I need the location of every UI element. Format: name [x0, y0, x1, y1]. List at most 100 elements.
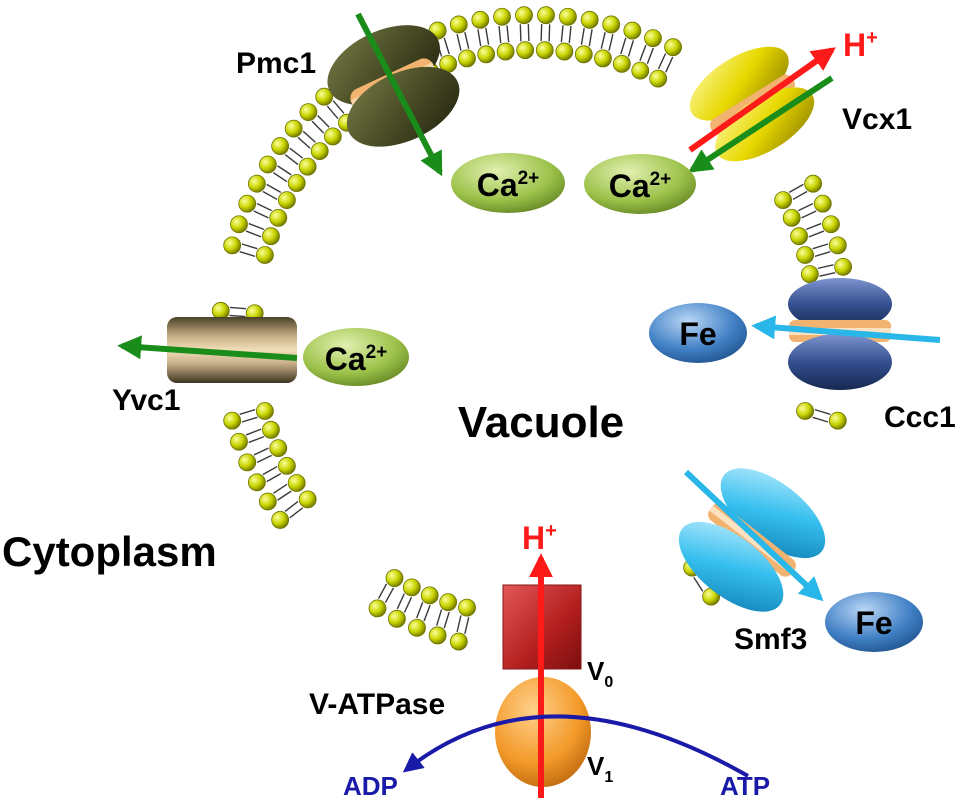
pmc1-calcium-arrow [355, 12, 443, 177]
lipid-tail [817, 264, 836, 277]
lipid-head [211, 301, 230, 320]
iron-ion-smf3: Fe [825, 592, 923, 652]
lipid-tail [297, 130, 316, 149]
ca-charge: 2+ [518, 168, 540, 189]
v1-label: V1 [587, 751, 613, 786]
lipid-tail [272, 483, 292, 501]
lipid-tail [262, 183, 282, 201]
lipid-head [574, 45, 593, 64]
lipid-head [385, 569, 404, 587]
lipid-tail [245, 428, 265, 444]
lipid-tail [477, 27, 490, 47]
vcx1-proton-label: H+ [843, 27, 878, 63]
atp-label: ATP [720, 771, 770, 800]
lipid-head [230, 432, 248, 451]
lipid-head [813, 194, 832, 213]
lipid-tail [326, 100, 345, 120]
lipid-head [537, 6, 555, 25]
svg-text:Ca2+: Ca2+ [609, 168, 672, 204]
fe-symbol: Fe [679, 316, 716, 352]
lipid-head [782, 208, 801, 227]
lipid-tail [560, 25, 572, 44]
lipid-head [258, 492, 277, 511]
lipid-head [368, 599, 387, 618]
calcium-ion-pmc1: Ca2+ [451, 153, 565, 213]
lipid-head [284, 119, 303, 138]
lipid-tail [456, 32, 470, 51]
yvc1-label: Yvc1 [112, 384, 180, 417]
lipid-head [408, 618, 426, 637]
lipid-tail [396, 593, 413, 613]
lipid-head [631, 61, 650, 80]
lipid-head [477, 45, 496, 64]
lipid-tail [600, 32, 614, 51]
lipid-tail [272, 165, 292, 183]
lipid-tail [262, 465, 282, 483]
pmc1-label: Pmc1 [236, 47, 316, 80]
lipid-head [230, 215, 248, 234]
lipid-head [471, 10, 490, 29]
lipid-head [238, 194, 257, 213]
lipid-head [271, 137, 290, 155]
lipid-head [287, 174, 306, 192]
lipid-tail [805, 222, 825, 238]
lipid-head [271, 511, 290, 529]
lipid-head [439, 593, 458, 612]
lipid-tail [416, 601, 431, 622]
lipid-head [612, 54, 631, 73]
lipid-tail [580, 27, 593, 47]
lipid-tail [245, 222, 265, 238]
lipid-tail [253, 203, 272, 219]
lipid-tail [253, 447, 272, 463]
lipid-head [402, 578, 421, 597]
lipid-head [580, 10, 599, 29]
ccc1-iron-arrow [751, 315, 941, 343]
ca-symbol: Ca [609, 168, 650, 204]
svg-text:Ca2+: Ca2+ [477, 167, 540, 203]
lipid-tail [788, 183, 808, 201]
lipid-tail [377, 583, 395, 603]
lipid-tail [498, 25, 510, 44]
lipid-head [238, 453, 257, 472]
lipid-head [804, 174, 823, 193]
lipid-head [796, 246, 815, 264]
v0-label: V0 [587, 656, 613, 691]
lipid-tail [798, 203, 817, 219]
lipid-head [277, 456, 296, 475]
lipid-head [262, 227, 280, 246]
lipid-head [420, 586, 439, 605]
ca-symbol: Ca [477, 167, 518, 203]
smf3-iron-arrow [683, 469, 824, 602]
lipid-head [223, 411, 242, 430]
lipid-head [644, 29, 662, 48]
lipid-head [247, 174, 266, 193]
lipid-tail [620, 37, 635, 57]
iron-ion-ccc1: Fe [649, 303, 747, 363]
calcium-ion-vcx1: Ca2+ [584, 154, 696, 214]
lipid-tail [657, 53, 674, 73]
lipid-tail [812, 243, 831, 258]
lipid-head [493, 7, 511, 26]
ca-symbol: Ca [325, 341, 366, 377]
yvc1-channel [167, 317, 297, 383]
lipid-head [277, 191, 296, 210]
lipid-tail [229, 306, 247, 318]
cytoplasm-label: Cytoplasm [2, 528, 217, 575]
lipid-tail [540, 24, 551, 42]
lipid-head [458, 49, 476, 68]
lipid-head [298, 157, 317, 176]
lipid-head [428, 626, 447, 645]
lipid-head [828, 236, 847, 255]
lipid-head [449, 15, 468, 34]
lipid-head [388, 609, 406, 628]
lipid-head [649, 69, 668, 88]
lipid-head [834, 257, 853, 276]
vatpase-proton-label: H+ [522, 520, 557, 556]
lipid-head [790, 227, 808, 246]
lipid-tail [435, 609, 450, 629]
lipid-head [535, 41, 554, 60]
lipid-tail [239, 243, 258, 258]
vacuole-label: Vacuole [458, 398, 624, 447]
lipid-head [828, 411, 847, 430]
calcium-ion-yvc1: Ca2+ [303, 328, 409, 386]
